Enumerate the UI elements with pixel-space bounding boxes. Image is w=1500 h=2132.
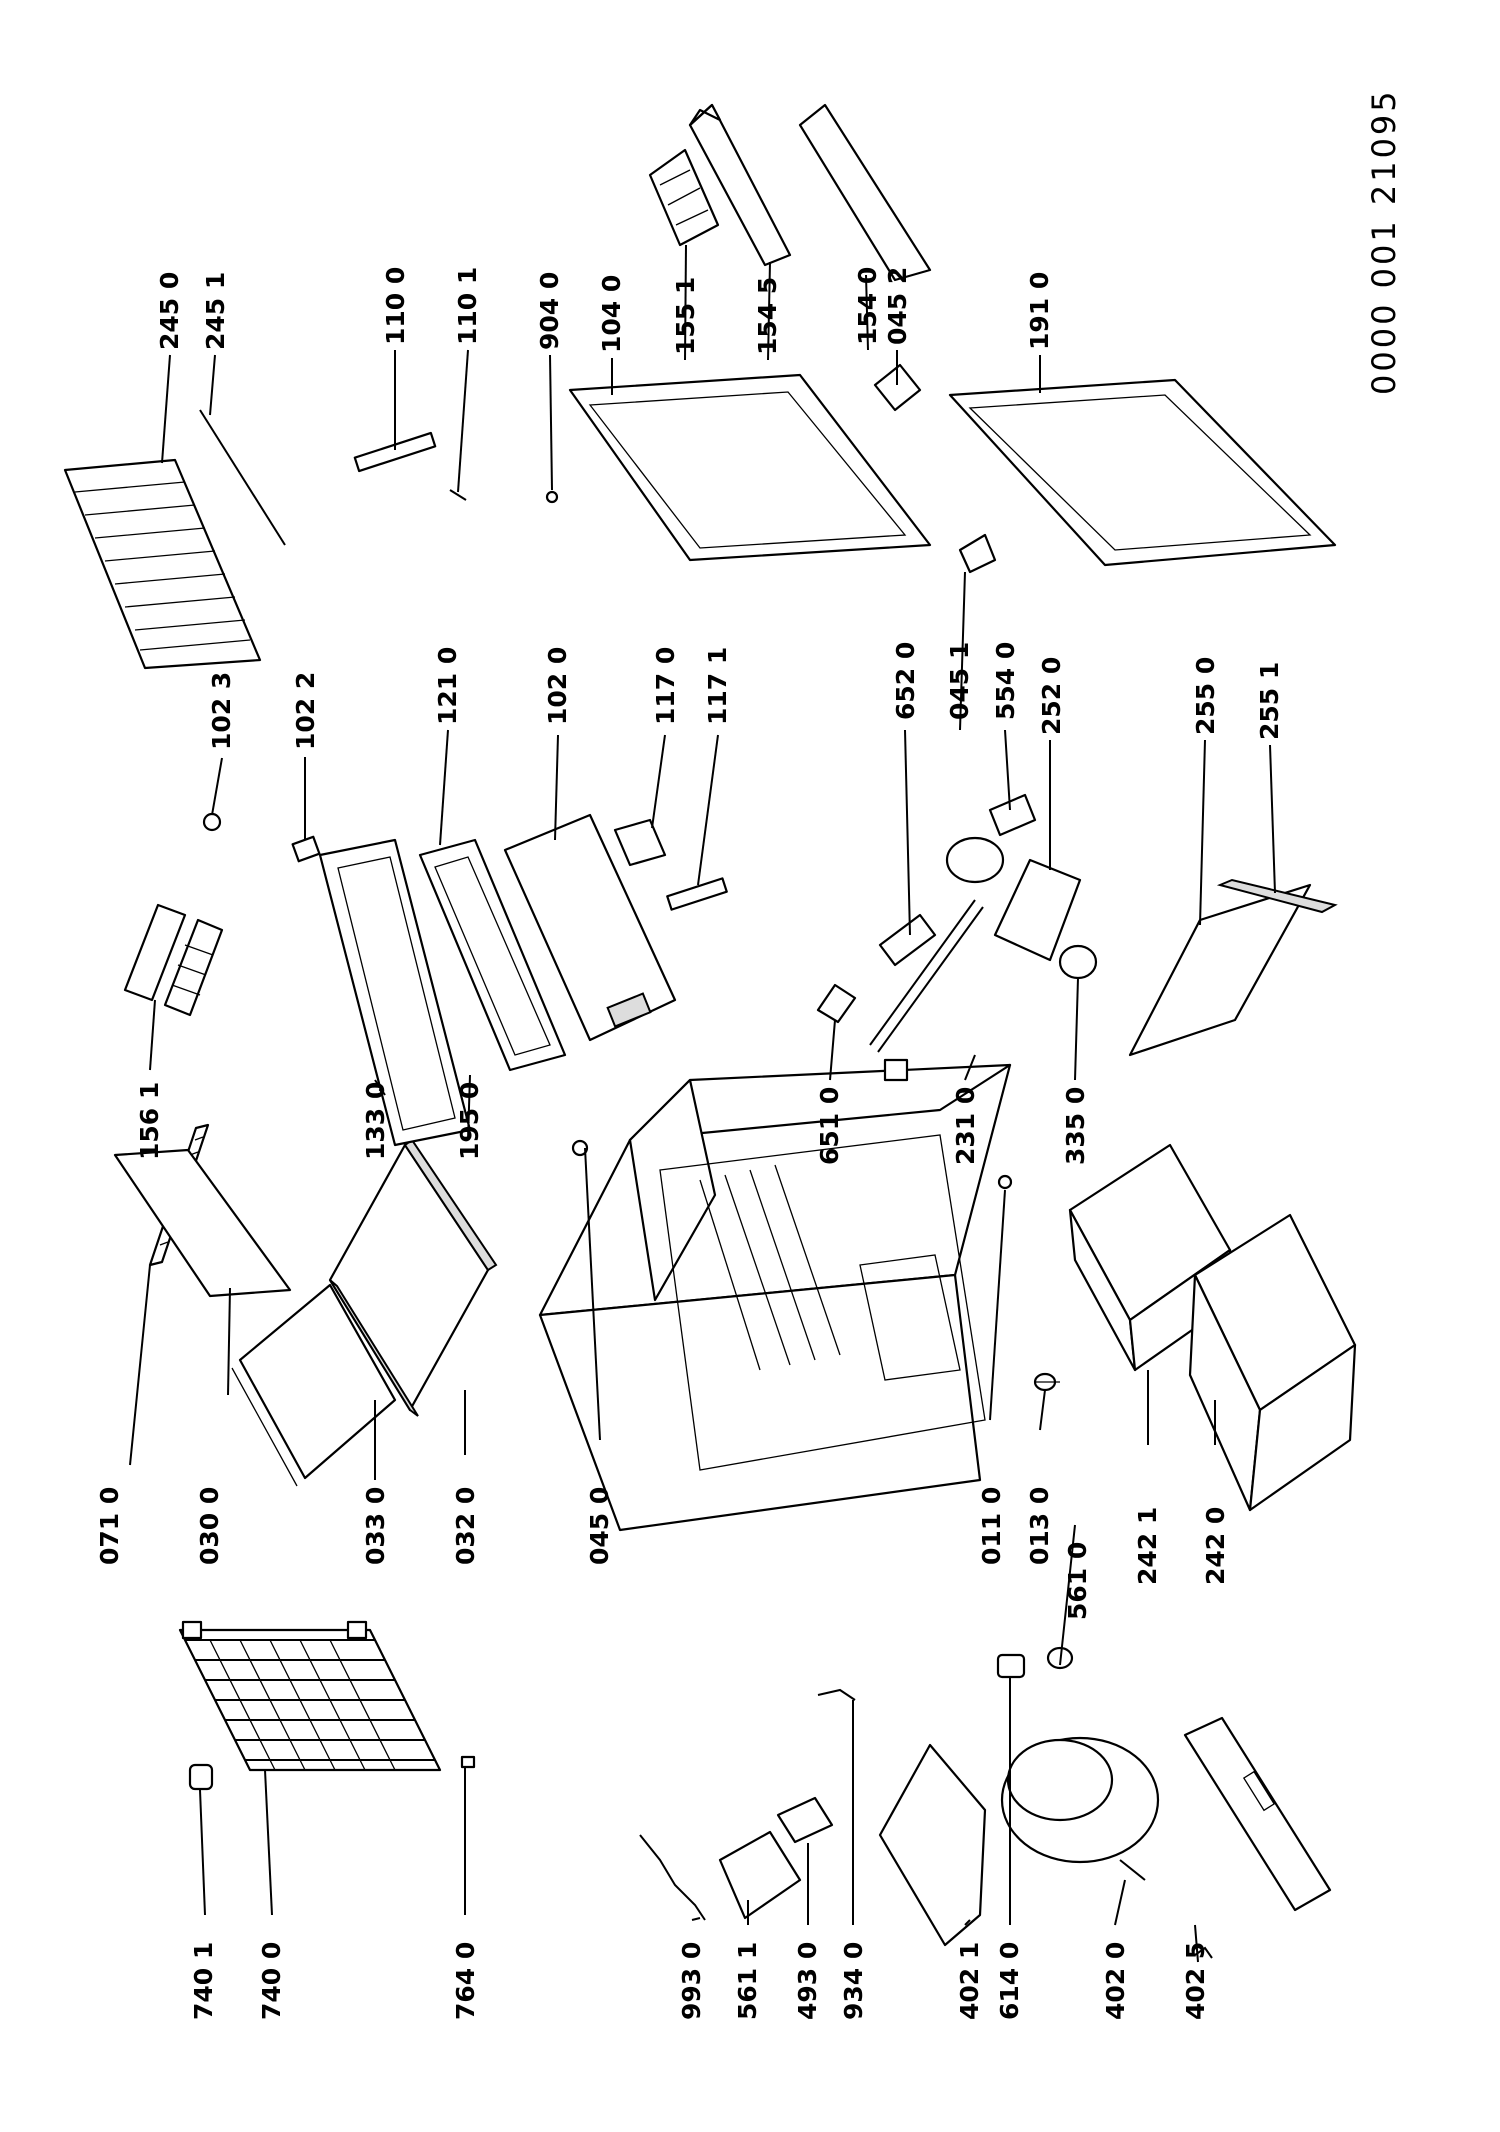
label-030-0: 030 0 bbox=[195, 1487, 224, 1565]
part-032-0-shelf-drawing bbox=[328, 1138, 498, 1417]
part-614-0-part-drawing bbox=[996, 1653, 1026, 1679]
label-493-0: 493 0 bbox=[793, 1942, 822, 2020]
part-255-1-trim-drawing bbox=[1216, 878, 1338, 914]
label-110-0: 110 0 bbox=[381, 267, 410, 345]
label-121-0: 121 0 bbox=[433, 647, 462, 725]
label-335-0: 335 0 bbox=[1061, 1087, 1090, 1165]
part-493-0-part-drawing bbox=[776, 1796, 834, 1844]
label-045-0: 045 0 bbox=[585, 1487, 614, 1565]
label-245-1: 245 1 bbox=[201, 272, 230, 350]
label-740-0: 740 0 bbox=[257, 1942, 286, 2020]
label-554-0: 554 0 bbox=[991, 642, 1020, 720]
part-231-0-thermostat-drawing bbox=[869, 899, 984, 1082]
label-102-2: 102 2 bbox=[291, 672, 320, 750]
part-191-0-door-drawing bbox=[948, 378, 1337, 567]
label-156-1: 156 1 bbox=[135, 1082, 164, 1160]
part-102-3-part-drawing bbox=[202, 812, 222, 832]
label-561-0: 561 0 bbox=[1063, 1542, 1092, 1620]
label-154-5: 154 5 bbox=[753, 277, 782, 355]
label-614-0: 614 0 bbox=[995, 1942, 1024, 2020]
part-195-0-frame-drawing bbox=[318, 838, 472, 1147]
part-993-0-wire-drawing bbox=[639, 1834, 706, 1921]
part-030-0-glass-shelf-drawing bbox=[113, 1148, 292, 1298]
label-934-0: 934 0 bbox=[839, 1942, 868, 2020]
label-242-1: 242 1 bbox=[1133, 1507, 1162, 1585]
part-245-1-trim-drawing bbox=[199, 409, 286, 546]
part-740-0-evaporator-drawing bbox=[178, 1620, 476, 1772]
part-402-0-compressor-drawing bbox=[1000, 1736, 1160, 1881]
label-252-0: 252 0 bbox=[1037, 657, 1066, 735]
part-cabinet-drawing bbox=[538, 1063, 1013, 1532]
label-255-0: 255 0 bbox=[1191, 657, 1220, 735]
label-255-1: 255 1 bbox=[1255, 662, 1284, 740]
label-402-0: 402 0 bbox=[1101, 1942, 1130, 2020]
part-102-0-door-drawing bbox=[503, 813, 677, 1042]
label-104-0: 104 0 bbox=[597, 275, 626, 353]
part-110-1-part-drawing bbox=[449, 489, 467, 501]
part-242-0-drawer-drawing bbox=[1188, 1213, 1357, 1512]
part-154-0-door-bin-drawing bbox=[798, 103, 932, 282]
label-904-0: 904 0 bbox=[535, 272, 564, 350]
label-195-0: 195 0 bbox=[455, 1082, 484, 1160]
part-102-2-part-drawing bbox=[291, 835, 321, 863]
label-561-1: 561 1 bbox=[733, 1942, 762, 2020]
leader-lines bbox=[129, 244, 1276, 1963]
part-554-0-part-drawing bbox=[945, 836, 1005, 884]
label-191-0: 191 0 bbox=[1025, 272, 1054, 350]
label-011-0: 011 0 bbox=[977, 1487, 1006, 1565]
label-993-0: 993 0 bbox=[677, 1942, 706, 2020]
part-335-0-knob-drawing bbox=[1058, 944, 1098, 980]
label-133-0: 133 0 bbox=[361, 1082, 390, 1160]
part-245-0-wire-shelf-drawing bbox=[63, 458, 262, 670]
label-102-0: 102 0 bbox=[543, 647, 572, 725]
part-402-5-part-drawing bbox=[1194, 1946, 1213, 1959]
part-652-0-part-drawing bbox=[878, 913, 937, 967]
label-764-0: 764 0 bbox=[451, 1942, 480, 2020]
label-117-0: 117 0 bbox=[651, 647, 680, 725]
part-740-1-clip-drawing bbox=[188, 1763, 214, 1791]
label-102-3: 102 3 bbox=[207, 672, 236, 750]
part-154-5-door-bin-drawing bbox=[688, 103, 792, 267]
label-231-0: 231 0 bbox=[951, 1087, 980, 1165]
label-651-0: 651 0 bbox=[815, 1087, 844, 1165]
part-117-0-part-drawing bbox=[613, 818, 667, 867]
part-110-0-part-drawing bbox=[353, 431, 437, 473]
part-117-1-part-drawing bbox=[666, 877, 728, 911]
part-255-0-cover-drawing bbox=[1128, 883, 1312, 1057]
part-033-0-shelf-drawing bbox=[231, 1283, 397, 1487]
label-402-5: 402 5 bbox=[1181, 1942, 1210, 2020]
part-561-1-relay-drawing bbox=[718, 1830, 802, 1920]
part-904-0-part-drawing bbox=[545, 490, 559, 504]
label-245-0: 245 0 bbox=[155, 272, 184, 350]
label-402-1: 402 1 bbox=[955, 1942, 984, 2020]
part-651-0-part-drawing bbox=[816, 983, 857, 1024]
part-155-1-egg-tray-drawing bbox=[648, 148, 720, 247]
label-045-1: 045 1 bbox=[945, 642, 974, 720]
part-045-2-hinge-drawing bbox=[873, 363, 922, 412]
label-740-1: 740 1 bbox=[189, 1942, 218, 2020]
label-242-0: 242 0 bbox=[1201, 1507, 1230, 1585]
label-045-2: 045 2 bbox=[883, 267, 912, 345]
label-154-0: 154 0 bbox=[853, 267, 882, 345]
part-104-0-gasket-drawing bbox=[568, 373, 932, 562]
part-156-1-ice-tray-drawing bbox=[123, 903, 224, 1017]
label-033-0: 033 0 bbox=[361, 1487, 390, 1565]
part-045-1-hinge-drawing bbox=[958, 533, 997, 574]
document-number: 0000 001 21095 bbox=[1365, 88, 1403, 395]
part-252-0-housing-drawing bbox=[993, 858, 1082, 962]
label-032-0: 032 0 bbox=[451, 1487, 480, 1565]
part-934-0-part-drawing bbox=[817, 1688, 856, 1701]
label-117-1: 117 1 bbox=[703, 647, 732, 725]
label-155-1: 155 1 bbox=[671, 277, 700, 355]
part-121-0-frame-drawing bbox=[418, 838, 567, 1072]
label-071-0: 071 0 bbox=[95, 1487, 124, 1565]
part-402-1-tray-drawing bbox=[878, 1743, 987, 1947]
label-013-0: 013 0 bbox=[1025, 1487, 1054, 1565]
label-110-1: 110 1 bbox=[453, 267, 482, 345]
part-base-plate-drawing bbox=[1183, 1716, 1332, 1912]
label-652-0: 652 0 bbox=[891, 642, 920, 720]
